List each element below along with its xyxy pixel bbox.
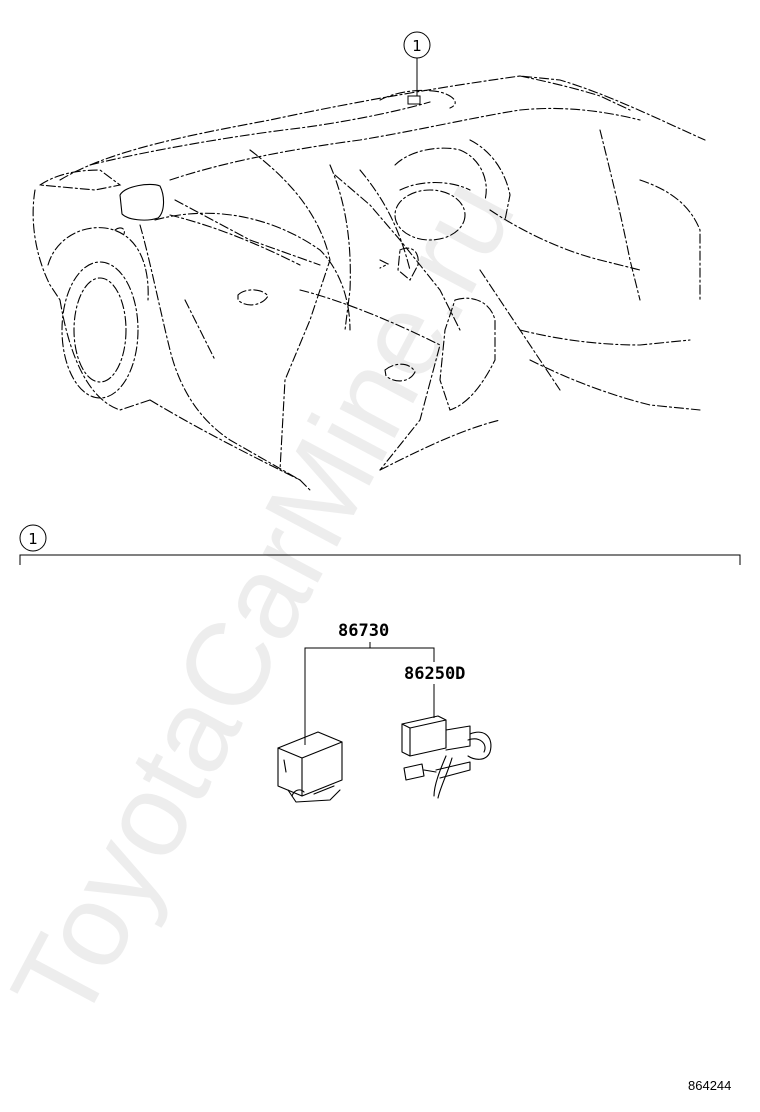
part-number-86730: 86730 [338,621,389,641]
part-number-86250D: 86250D [404,664,465,684]
leader-bracket [304,647,435,745]
section-header: 1 [19,524,741,565]
section-bracket [19,554,741,565]
diagram-id: 864244 [688,1078,731,1093]
sensor-harness-illustration [401,715,492,799]
vehicle-interior-illustration [32,75,706,491]
callout-top: 1 [403,31,431,96]
callout-label: 1 [412,37,422,55]
callout-label: 1 [28,530,38,548]
control-module-illustration [277,731,343,803]
watermark-text: ToyotaCarMine.ru [0,158,540,1042]
part-labels: 86730 86250D [304,621,465,745]
callout-circle [19,524,47,552]
